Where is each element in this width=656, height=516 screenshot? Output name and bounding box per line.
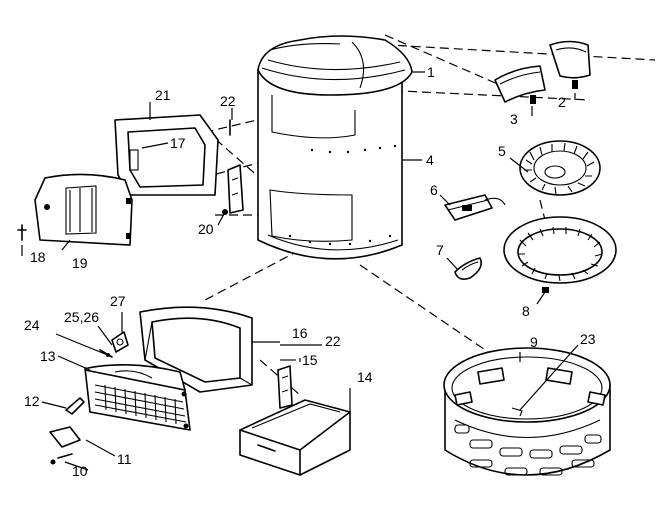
cabinet-shell — [257, 35, 413, 260]
label-part-3: 3 — [510, 111, 518, 127]
label-part-2: 2 — [558, 94, 566, 110]
bracket-part-15 — [277, 359, 296, 409]
label-part-22-upper: 22 — [220, 93, 236, 109]
label-part-24: 24 — [24, 317, 40, 333]
label-part-18: 18 — [30, 249, 46, 265]
label-part-7: 7 — [436, 242, 444, 258]
label-part-13: 13 — [40, 348, 56, 364]
drawer — [239, 399, 351, 476]
label-part-23: 23 — [580, 331, 596, 347]
label-part-25-26: 25,26 — [64, 309, 99, 325]
label-part-20: 20 — [198, 221, 214, 237]
upper-door-frame — [114, 114, 219, 196]
label-part-11: 11 — [117, 451, 132, 467]
label-part-5: 5 — [498, 143, 506, 159]
shield-part-2 — [549, 40, 591, 89]
clip-part-7 — [454, 257, 483, 280]
toothed-ring — [503, 216, 617, 293]
side-panel — [17, 173, 133, 246]
label-part-22-lower: 22 — [325, 333, 341, 349]
label-part-12: 12 — [24, 393, 40, 409]
label-part-17: 17 — [170, 135, 186, 151]
leader-lines — [21, 71, 579, 471]
front-grille — [84, 364, 191, 431]
shield-part-3 — [494, 65, 546, 104]
label-part-4: 4 — [426, 152, 434, 168]
label-part-6: 6 — [430, 182, 438, 198]
bracket-part-20 — [222, 119, 244, 215]
label-part-8: 8 — [522, 303, 530, 319]
burner-disc — [519, 140, 601, 196]
label-part-1: 1 — [427, 64, 435, 80]
grille-parts-small — [49, 397, 85, 465]
label-part-19: 19 — [72, 255, 88, 271]
base-ring — [443, 347, 611, 476]
label-part-15: 15 — [302, 352, 318, 368]
label-part-10: 10 — [72, 463, 88, 479]
igniter-assembly — [444, 194, 506, 221]
label-part-21: 21 — [155, 87, 171, 103]
label-part-14: 14 — [357, 369, 373, 385]
label-part-27: 27 — [110, 293, 126, 309]
part-labels: 1 2 3 4 5 6 7 8 9 10 11 12 13 14 15 16 1… — [24, 64, 596, 479]
label-part-9: 9 — [530, 334, 538, 350]
label-part-16: 16 — [292, 325, 308, 341]
